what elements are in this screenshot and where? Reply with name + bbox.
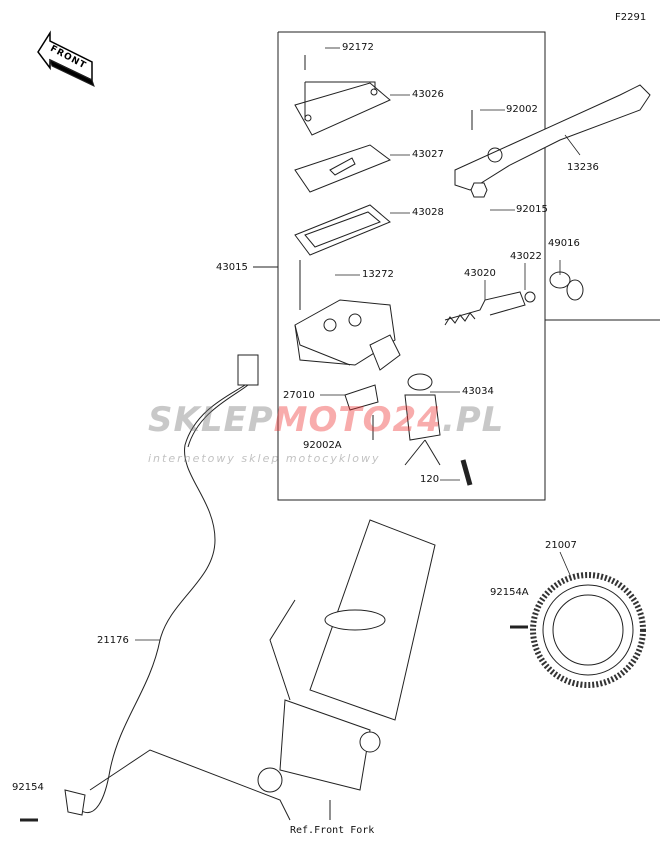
clamp-holder <box>404 373 441 441</box>
part-label[interactable]: 21176 <box>97 635 129 646</box>
part-label[interactable]: 13236 <box>567 162 599 173</box>
part-label[interactable]: 43026 <box>412 89 444 100</box>
part-label[interactable]: 92172 <box>342 42 374 53</box>
boot <box>549 271 584 301</box>
part-label[interactable]: 43027 <box>412 149 444 160</box>
part-label[interactable]: 92154 <box>12 782 44 793</box>
part-label[interactable]: 43015 <box>216 262 248 273</box>
diagram-code: F2291 <box>615 12 647 23</box>
brake-switch <box>344 384 379 411</box>
diaphragm-plate <box>294 144 392 193</box>
ref-front-fork-label: Ref.Front Fork <box>290 825 375 836</box>
reservoir-cap <box>294 82 391 136</box>
part-label[interactable]: 27010 <box>283 390 315 401</box>
abs-sensor <box>64 789 86 816</box>
master-cylinder-body <box>294 299 401 371</box>
abs-sensor-cable <box>79 354 259 813</box>
watermark-tagline: internetowy sklep motocyklowy <box>148 452 381 465</box>
brake-lever <box>454 84 651 191</box>
group-frame <box>278 31 660 321</box>
part-label[interactable]: 92002 <box>506 104 538 115</box>
part-label[interactable]: 92002A <box>303 440 342 451</box>
part-label[interactable]: 120 <box>420 474 440 485</box>
part-label[interactable]: 43028 <box>412 207 444 218</box>
front-fork-tube <box>257 519 436 793</box>
part-label[interactable]: 92154A <box>490 587 529 598</box>
part-label[interactable]: 13272 <box>362 269 394 280</box>
part-label[interactable]: 43020 <box>464 268 496 279</box>
diaphragm <box>294 204 391 256</box>
abs-tone-ring <box>530 572 646 688</box>
front-arrow-icon <box>37 30 95 87</box>
watermark-logo: SKLEPMOTO24.PL <box>148 400 505 440</box>
part-label[interactable]: 21007 <box>545 540 577 551</box>
part-label[interactable]: 49016 <box>548 238 580 249</box>
part-label[interactable]: 92015 <box>516 204 548 215</box>
piston-assembly <box>444 291 536 326</box>
part-label[interactable]: 43034 <box>462 386 494 397</box>
part-label[interactable]: 43022 <box>510 251 542 262</box>
